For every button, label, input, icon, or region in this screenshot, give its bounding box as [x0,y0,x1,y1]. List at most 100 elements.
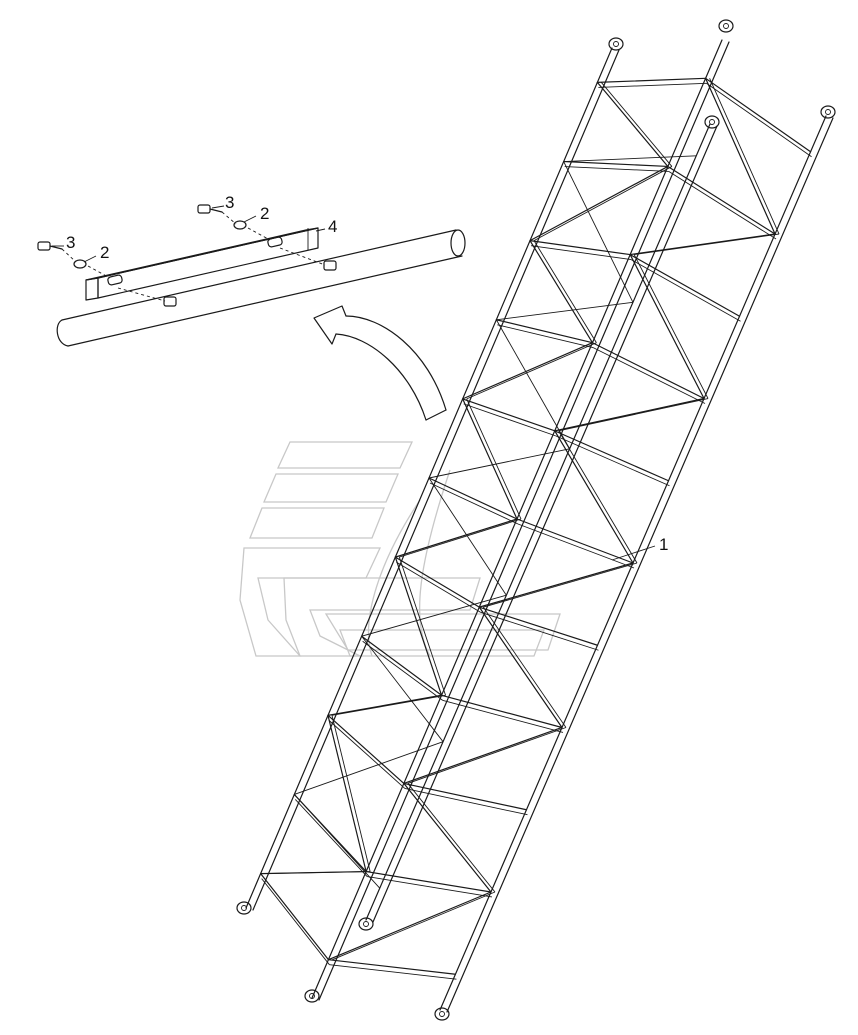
truss-diagonal [496,301,634,321]
truss-strut [591,342,705,400]
truss-strut [495,319,594,344]
truss-strut [462,398,556,432]
truss-strut [704,77,812,153]
bottom-lug [236,901,252,915]
truss-diagonal [704,77,776,235]
bottom-lug-hole [309,993,315,999]
truss-strut [463,403,556,437]
truss-chord [372,125,718,923]
truss-strut [596,77,707,84]
truss-diagonal [533,166,673,242]
truss-strut [629,253,741,317]
truss-strut [706,82,812,158]
truss-diagonal [462,342,594,400]
truss-diagonal [331,715,371,872]
truss-diagonal [407,783,496,893]
truss-diagonal [403,726,563,785]
truss-strut [294,799,368,877]
truss-diagonal [394,556,443,696]
truss-diagonal [466,398,522,520]
truss-strut [516,518,634,564]
truss-strut [593,347,706,404]
truss-strut [367,876,493,898]
truss-strut [563,160,669,168]
truss-strut [668,171,777,240]
curved-arrow-icon [313,305,447,421]
truss-diagonal [428,448,570,479]
truss-diagonal [294,741,444,795]
callout-4: 4 [328,217,337,236]
truss-strut [394,556,480,608]
top-lug [820,105,836,119]
bottom-lug [434,1007,450,1021]
truss-diagonal [327,714,367,873]
truss-diagonal [264,871,371,875]
truss-strut [361,635,443,696]
truss-strut [327,714,405,785]
truss-strut [497,324,594,349]
bracket [85,227,319,301]
truss-diagonal [407,727,567,784]
truss-diagonal [529,240,594,344]
truss-strut [564,166,669,172]
truss-diagonal [629,253,705,400]
washer [73,220,247,269]
truss-diagonal [709,78,780,235]
truss-strut [429,482,519,525]
truss-diagonal [466,342,597,400]
truss-strut [260,872,329,961]
truss-diagonal [629,233,776,256]
truss-strut [480,611,599,651]
truss-diagonal [428,477,507,596]
truss-strut [327,959,457,975]
truss-diagonal [554,397,705,432]
truss-strut [667,165,776,235]
truss-diagonal [361,594,507,637]
callout-2: 2 [260,204,269,223]
bottom-lug-hole [241,905,247,911]
truss-diagonal [394,518,518,558]
callout-3: 3 [225,193,234,212]
truss-strut [442,699,564,733]
truss-strut [529,240,631,256]
top-lug [704,115,720,129]
truss-strut [329,964,457,980]
spacer [117,247,337,307]
truss-diagonal [293,794,381,889]
top-lug [608,37,624,51]
truss-strut [403,782,528,811]
truss-diagonal [478,562,634,608]
truss-diagonal [483,562,638,608]
truss-strut [630,259,741,322]
truss-chord [252,49,620,911]
truss-strut [404,787,528,816]
watermark-logo-icon [239,441,561,657]
truss-diagonal [601,82,673,167]
truss-diagonal [462,398,518,520]
truss-diagonal [327,891,492,961]
truss-diagonal [398,556,446,696]
truss-diagonal [563,161,634,303]
exploded-detail [37,204,656,561]
top-lug-hole [723,23,729,29]
truss-diagonal [331,694,446,716]
truss-strut [554,430,670,482]
truss-chord [318,41,730,1001]
truss-strut [365,870,492,893]
truss-strut [478,606,599,646]
truss-strut [428,477,518,520]
truss-diagonal [563,155,697,162]
truss-diagonal [361,635,444,742]
bottom-lug-hole [439,1011,445,1017]
lattice-section [236,19,836,1021]
truss-diagonal [478,606,563,729]
truss-strut [261,878,330,965]
truss-diagonal [633,254,709,399]
truss-diagonal [558,398,709,432]
bottom-lug [358,917,374,931]
truss-diagonal [596,81,669,168]
bolt [37,204,271,279]
truss-strut [396,561,481,613]
callout-2: 2 [100,243,109,262]
